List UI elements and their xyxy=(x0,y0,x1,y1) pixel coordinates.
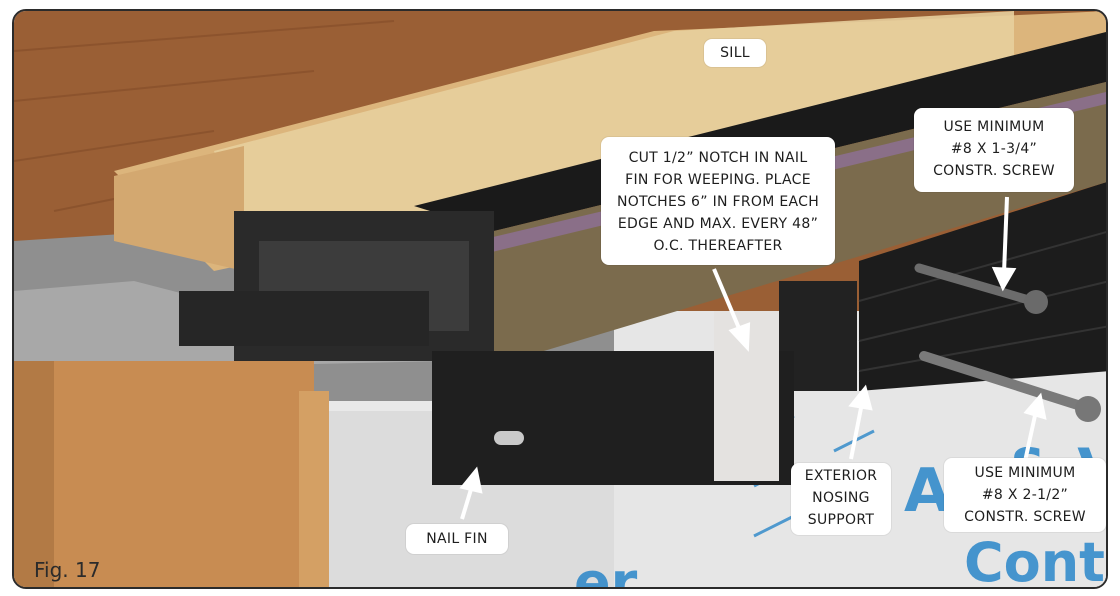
callout-sill-line: SILL xyxy=(720,45,750,61)
upper-screw-head xyxy=(1024,290,1048,314)
svg-text:Cont: Cont xyxy=(964,531,1105,589)
callout-screw-upper: USE MINIMUM #8 X 1-3/4” CONSTR. SCREW xyxy=(914,108,1074,192)
sill-install-illustration: A & V Cont er xyxy=(14,11,1106,589)
callout-nosing-line: EXTERIOR xyxy=(804,468,878,484)
notch-leader xyxy=(712,268,743,334)
lower-screw-head xyxy=(1075,396,1101,422)
upper-screw xyxy=(914,263,1037,306)
lower-screw xyxy=(919,351,1089,412)
callout-nosing-line: SUPPORT xyxy=(807,512,875,528)
svg-text:er: er xyxy=(574,551,638,589)
plywood-wall-shade xyxy=(14,361,54,587)
callout-screw-lower-line: USE MINIMUM xyxy=(974,465,1076,481)
callout-screw-upper-line: CONSTR. SCREW xyxy=(933,163,1055,179)
sill-frame-top xyxy=(414,32,1106,231)
callout-nosing-line: NOSING xyxy=(812,490,870,506)
callout-notch-line: FIN FOR WEEPING. PLACE xyxy=(625,172,811,188)
shim-pad xyxy=(179,291,429,346)
callout-notch-line: EDGE AND MAX. EVERY 48” xyxy=(617,216,819,232)
leader-arrows xyxy=(459,196,1047,520)
callout-notch-line: CUT 1/2” NOTCH IN NAIL xyxy=(628,150,808,166)
callout-sill: SILL xyxy=(704,39,766,67)
figure-label: Fig. 17 xyxy=(34,558,101,582)
sheathing-edge xyxy=(299,391,329,587)
nosing-leader xyxy=(849,402,864,460)
svg-text:A: A xyxy=(904,456,951,526)
callout-notch-line: O.C. THEREAFTER xyxy=(653,238,783,254)
callout-notch: CUT 1/2” NOTCH IN NAIL FIN FOR WEEPING. … xyxy=(601,137,835,265)
floor-grain xyxy=(14,20,395,212)
upper-screw-leader xyxy=(1002,196,1009,274)
callout-nail-fin: NAIL FIN xyxy=(406,524,508,554)
callout-screw-upper-line: #8 X 1-3/4” xyxy=(950,141,1038,157)
callout-screw-upper-line: USE MINIMUM xyxy=(943,119,1045,135)
sill-interior-stop xyxy=(114,146,244,271)
callout-nosing: EXTERIOR NOSING SUPPORT xyxy=(791,463,891,535)
callout-screw-lower: USE MINIMUM #8 X 2-1/2” CONSTR. SCREW xyxy=(944,458,1106,532)
fin-slot xyxy=(494,431,524,445)
sill-glass xyxy=(214,11,1014,241)
figure-frame: A & V Cont er xyxy=(12,9,1108,589)
nail-fin-leader xyxy=(460,485,474,520)
lower-screw-leader xyxy=(1022,410,1038,467)
siding-lines xyxy=(858,231,1106,372)
callout-screw-lower-line: #8 X 2-1/2” xyxy=(981,487,1069,503)
callout-nail-fin-line: NAIL FIN xyxy=(426,531,488,547)
plywood-wall xyxy=(14,361,314,587)
callout-notch-line: NOTCHES 6” IN FROM EACH xyxy=(616,194,820,210)
callout-screw-lower-line: CONSTR. SCREW xyxy=(964,509,1086,525)
